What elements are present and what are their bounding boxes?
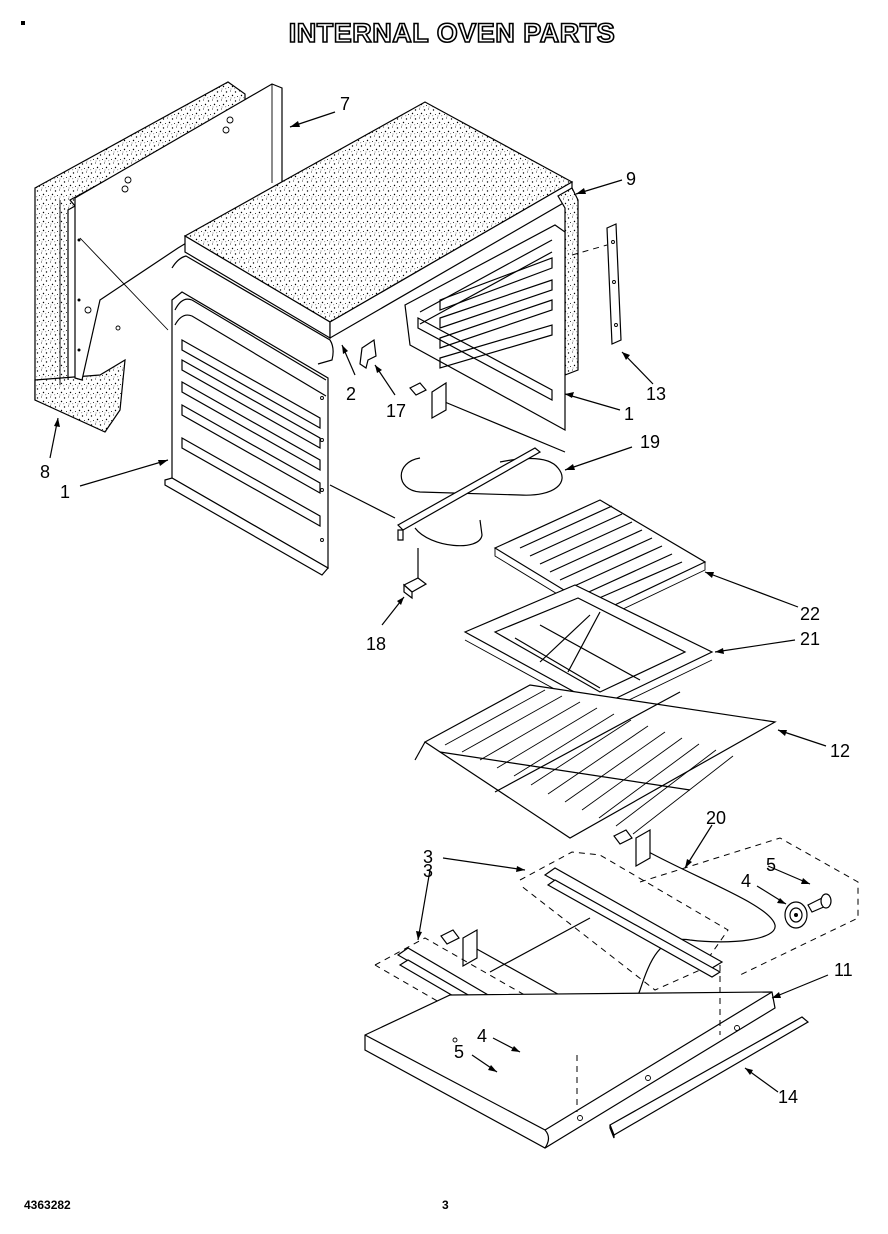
callout-21: 21 [800, 629, 820, 649]
rear-panel-part-7 [74, 83, 283, 381]
callout-22: 22 [800, 604, 820, 624]
part-number: 4363282 [24, 1198, 71, 1212]
callout-5-lower: 5 [454, 1042, 464, 1062]
page-title: INTERNAL OVEN PARTS [288, 17, 616, 49]
leader-lines [49, 111, 829, 1093]
callout-17: 17 [386, 401, 406, 421]
broil-element-part-19 [329, 381, 566, 547]
knob-part-4-upper [784, 901, 808, 929]
callout-2: 2 [346, 384, 356, 404]
broiler-pan-part-21 [463, 584, 714, 715]
clip-part-17 [359, 338, 377, 369]
right-side-panel-part-1a [404, 224, 566, 432]
callout-5-upper: 5 [766, 855, 776, 875]
callout-20: 20 [706, 808, 726, 828]
callout-8: 8 [40, 462, 50, 482]
callout-3-lower: 3 [423, 861, 433, 881]
callout-19: 19 [640, 432, 660, 452]
callout-11: 11 [834, 960, 853, 980]
oven-rack-part-12 [414, 684, 777, 839]
callout-13: 13 [646, 384, 666, 404]
callout-9: 9 [626, 169, 636, 189]
callout-4-upper: 4 [741, 871, 751, 891]
broiler-grid-part-22 [493, 499, 707, 621]
callout-4-lower: 4 [477, 1026, 487, 1046]
bracket-part-3-upper [489, 851, 729, 991]
page-number: 3 [442, 1198, 449, 1212]
screw-part-5-upper [807, 893, 832, 913]
left-side-panel-part-1b [164, 291, 329, 576]
bake-element-part-20 [440, 828, 776, 1017]
callout-labels: 7 9 13 1 2 17 19 8 1 18 22 21 12 20 3 5 … [40, 94, 853, 1107]
callout-12: 12 [830, 741, 850, 761]
bracket-part-13 [571, 223, 622, 345]
callout-1-left: 1 [60, 482, 70, 502]
terminal-part-18 [402, 548, 428, 600]
callout-14: 14 [778, 1087, 798, 1107]
callout-18: 18 [366, 634, 386, 654]
callout-7: 7 [340, 94, 350, 114]
oven-wrap-part-9 [171, 101, 579, 376]
callout-3-upper: 3 [423, 847, 433, 867]
trim-strip-part-14 [609, 1016, 810, 1139]
oven-bottom-part-11 [364, 965, 776, 1149]
corner-mark [21, 21, 25, 25]
callout-1-right: 1 [624, 404, 634, 424]
